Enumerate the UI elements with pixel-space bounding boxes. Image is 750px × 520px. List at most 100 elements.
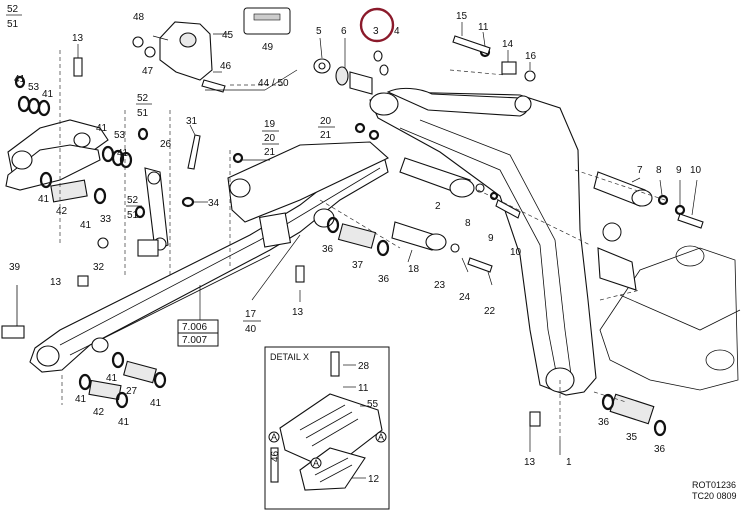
swing-bracket (597, 245, 741, 391)
label-51: 51 (127, 210, 139, 221)
linkage (5, 119, 169, 257)
label-47: 47 (142, 66, 154, 77)
label-41: 41 (150, 398, 162, 409)
label-35: 35 (626, 432, 638, 443)
label-5: 5 (316, 26, 322, 37)
label-36: 36 (322, 244, 334, 255)
label-1: 1 (566, 457, 572, 468)
label-9: 9 (488, 233, 494, 244)
plate-49 (243, 7, 291, 35)
label-52: 52 (137, 93, 149, 104)
label-34: 34 (208, 198, 220, 209)
label-51: 51 (7, 19, 19, 30)
label-11: 11 (358, 383, 369, 394)
label-13: 13 (524, 457, 536, 468)
label-8: 8 (465, 218, 471, 229)
label-52: 52 (127, 195, 139, 206)
label-10: 10 (690, 165, 702, 176)
label-40: 40 (245, 324, 257, 335)
label-11: 11 (478, 22, 489, 33)
label-20: 20 (264, 133, 276, 144)
bolts (1, 35, 704, 427)
label-24: 24 (459, 292, 471, 303)
label-41: 41 (38, 194, 50, 205)
ref-boxes: 7.006 7.007 (177, 319, 219, 347)
label-49: 49 (262, 42, 274, 53)
label-36: 36 (598, 417, 610, 428)
label-12: 12 (368, 474, 380, 485)
fraction-bars (6, 14, 335, 322)
label-21: 21 (264, 147, 276, 158)
label-28: 28 (358, 361, 370, 372)
label-14: 14 (502, 39, 514, 50)
label-41: 41 (42, 89, 54, 100)
label-17: 17 (245, 309, 257, 320)
footer-line2: TC20 0809 (692, 491, 737, 501)
detail-x-box: DETAIL X A A A (264, 346, 390, 510)
label-42: 42 (93, 407, 105, 418)
footer-line1: ROT01236 (692, 480, 736, 490)
label-31: 31 (186, 116, 198, 127)
ref-7006: 7.006 (182, 322, 207, 333)
label-13: 13 (50, 277, 62, 288)
label-37: 37 (352, 260, 364, 271)
bracket-45 (159, 21, 213, 81)
label-51: 51 (137, 108, 149, 119)
label-33: 33 (100, 214, 112, 225)
label-45: 45 (222, 30, 234, 41)
label-41: 41 (117, 148, 129, 159)
label-36: 36 (378, 274, 390, 285)
label-39: 39 (9, 262, 21, 273)
callout-a-3: A (378, 432, 384, 442)
callout-a-2: A (313, 458, 319, 468)
label-52: 52 (7, 4, 19, 15)
label-36: 36 (654, 444, 666, 455)
label-4: 4 (394, 26, 400, 37)
label-15: 15 (456, 11, 468, 22)
label-2: 2 (435, 201, 441, 212)
label-13: 13 (292, 307, 304, 318)
label-16: 16 (525, 51, 537, 62)
label-44-50: 44 / 50 (258, 78, 289, 89)
label-23: 23 (434, 280, 446, 291)
detail-x-marker (602, 222, 622, 242)
label-22: 22 (484, 306, 496, 317)
part-labels: 52 51 13 48 47 45 46 49 44 / 50 5 6 3 4 … (7, 4, 702, 485)
label-41: 41 (96, 123, 108, 134)
boom (369, 87, 597, 396)
label-55: 55 (367, 399, 379, 410)
label-9: 9 (676, 165, 682, 176)
detail-x-title: DETAIL X (270, 352, 309, 362)
label-13: 13 (72, 33, 84, 44)
label-18: 18 (408, 264, 420, 275)
label-32: 32 (93, 262, 105, 273)
label-10: 10 (510, 247, 522, 258)
label-21: 21 (320, 130, 332, 141)
label-6: 6 (341, 26, 347, 37)
label-26: 26 (160, 139, 172, 150)
label-42: 42 (56, 206, 68, 217)
label-41: 41 (118, 417, 130, 428)
label-41: 41 (106, 373, 118, 384)
highlight-circle (359, 7, 395, 43)
label-20: 20 (320, 116, 332, 127)
ref-7007: 7.007 (182, 335, 207, 346)
dashed-lines (59, 50, 666, 440)
label-41: 41 (14, 74, 26, 85)
arm (29, 141, 389, 373)
label-41: 41 (80, 220, 92, 231)
label-46: 46 (220, 61, 232, 72)
label-41: 41 (75, 394, 87, 405)
label-53: 53 (114, 130, 126, 141)
label-46: 46 (270, 450, 281, 462)
leader-lines (77, 22, 698, 455)
label-48: 48 (133, 12, 145, 23)
label-7: 7 (637, 165, 643, 176)
label-8: 8 (656, 165, 662, 176)
label-19: 19 (264, 119, 276, 130)
callout-a-1: A (271, 432, 277, 442)
label-3: 3 (373, 26, 379, 37)
label-53: 53 (28, 82, 40, 93)
label-27: 27 (126, 386, 138, 397)
